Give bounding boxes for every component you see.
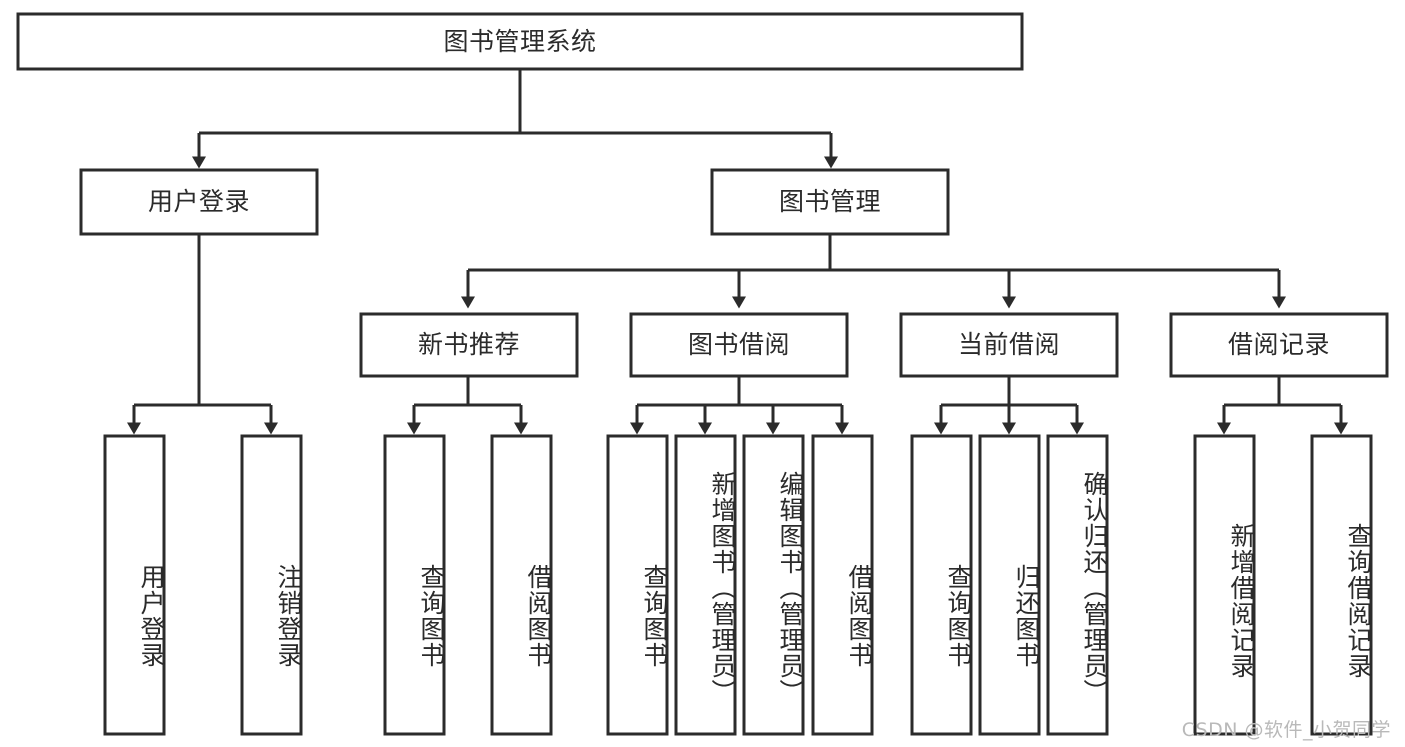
- node-label-book-borrow: 图书借阅: [687, 330, 790, 360]
- node-box-leaf: [490, 434, 553, 736]
- node-label-leaf: 确认归还（管理员）: [1080, 471, 1109, 705]
- node-label-leaf: 新增借阅记录: [1227, 523, 1256, 679]
- node-label-leaf: 新增图书（管理员）: [708, 471, 737, 705]
- node-box-new-book: [359, 312, 579, 378]
- node-label-leaf: 用户登录: [137, 564, 166, 668]
- node-label-leaf: 归还图书: [1012, 564, 1041, 668]
- node-label-user-login: 用户登录: [147, 187, 250, 217]
- node-label-leaf: 借阅图书: [524, 564, 553, 668]
- node-box-leaf: [606, 434, 669, 736]
- node-box-leaf: [1310, 434, 1373, 736]
- node-box-leaf: [383, 434, 446, 736]
- node-box-leaf: [240, 434, 303, 736]
- connector-borrow-record-to-leaves: [1217, 376, 1348, 435]
- connector-root-to-level2: [192, 69, 838, 169]
- node-box-leaf: [1046, 434, 1109, 736]
- node-label-current-borrow: 当前借阅: [957, 330, 1060, 360]
- node-box-leaf: [811, 434, 874, 736]
- node-box-leaf: [910, 434, 973, 736]
- connector-new-book-to-leaves: [407, 376, 528, 435]
- node-box-leaf: [742, 434, 805, 736]
- node-label-new-book: 新书推荐: [417, 330, 520, 360]
- node-box-leaf: [978, 434, 1041, 736]
- node-label-leaf: 查询借阅记录: [1344, 523, 1373, 679]
- node-box-leaf: [103, 434, 166, 736]
- connector-user-login-to-leaves: [127, 234, 278, 435]
- node-box-leaf: [1193, 434, 1256, 736]
- node-label-leaf: 编辑图书（管理员）: [776, 471, 805, 705]
- node-label-leaf: 查询图书: [944, 564, 973, 668]
- node-label-borrow-record: 借阅记录: [1227, 330, 1330, 360]
- node-box-book-manage: [710, 168, 950, 236]
- node-label-root: 图书管理系统: [443, 26, 597, 56]
- node-label-leaf: 注销登录: [274, 564, 303, 668]
- node-label-leaf: 借阅图书: [845, 564, 874, 668]
- node-label-leaf: 查询图书: [417, 564, 446, 668]
- node-label-book-manage: 图书管理: [778, 187, 881, 217]
- node-box-book-borrow: [629, 312, 849, 378]
- node-box-borrow-record: [1169, 312, 1389, 378]
- node-box-current-borrow: [899, 312, 1119, 378]
- node-box-root: [16, 12, 1024, 71]
- connector-book-borrow-to-leaves: [630, 376, 849, 435]
- connector-current-borrow-to-leaves: [934, 376, 1084, 435]
- node-box-user-login: [79, 168, 319, 236]
- node-label-leaf: 查询图书: [640, 564, 669, 668]
- node-box-leaf: [674, 434, 737, 736]
- watermark-text: CSDN @软件_小贺同学: [1181, 719, 1391, 741]
- connector-book-manage-to-level3: [461, 234, 1286, 309]
